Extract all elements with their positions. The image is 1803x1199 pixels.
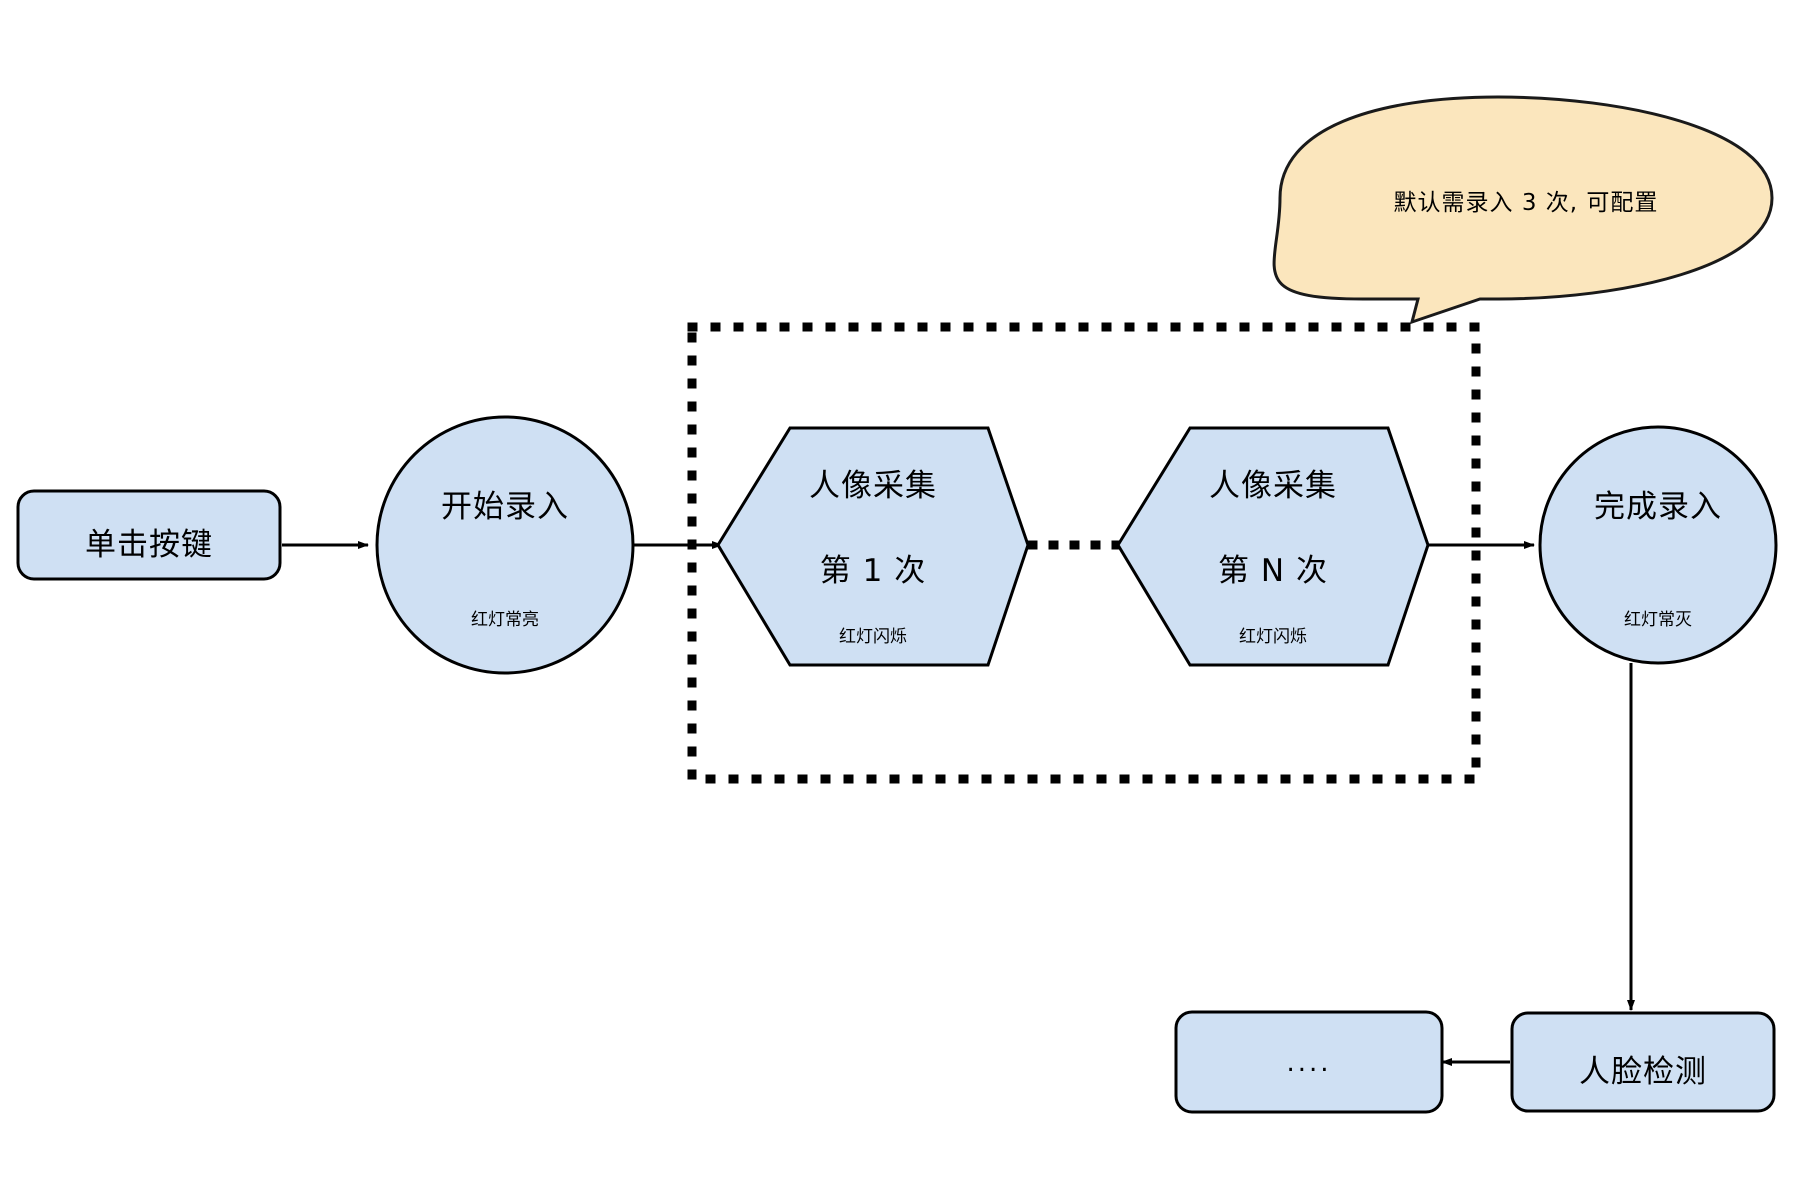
node-face-detect[interactable] <box>1510 1011 1776 1113</box>
node-capture-nth[interactable] <box>1116 426 1430 667</box>
node-click-button[interactable] <box>16 489 282 581</box>
node-more-steps[interactable] <box>1174 1010 1444 1114</box>
node-finish-enroll[interactable] <box>1538 425 1778 665</box>
capture-loop-group-box <box>687 322 1481 784</box>
node-capture-first[interactable] <box>716 426 1030 667</box>
node-start-enroll[interactable] <box>375 415 635 675</box>
callout-bubble[interactable] <box>1272 95 1774 325</box>
